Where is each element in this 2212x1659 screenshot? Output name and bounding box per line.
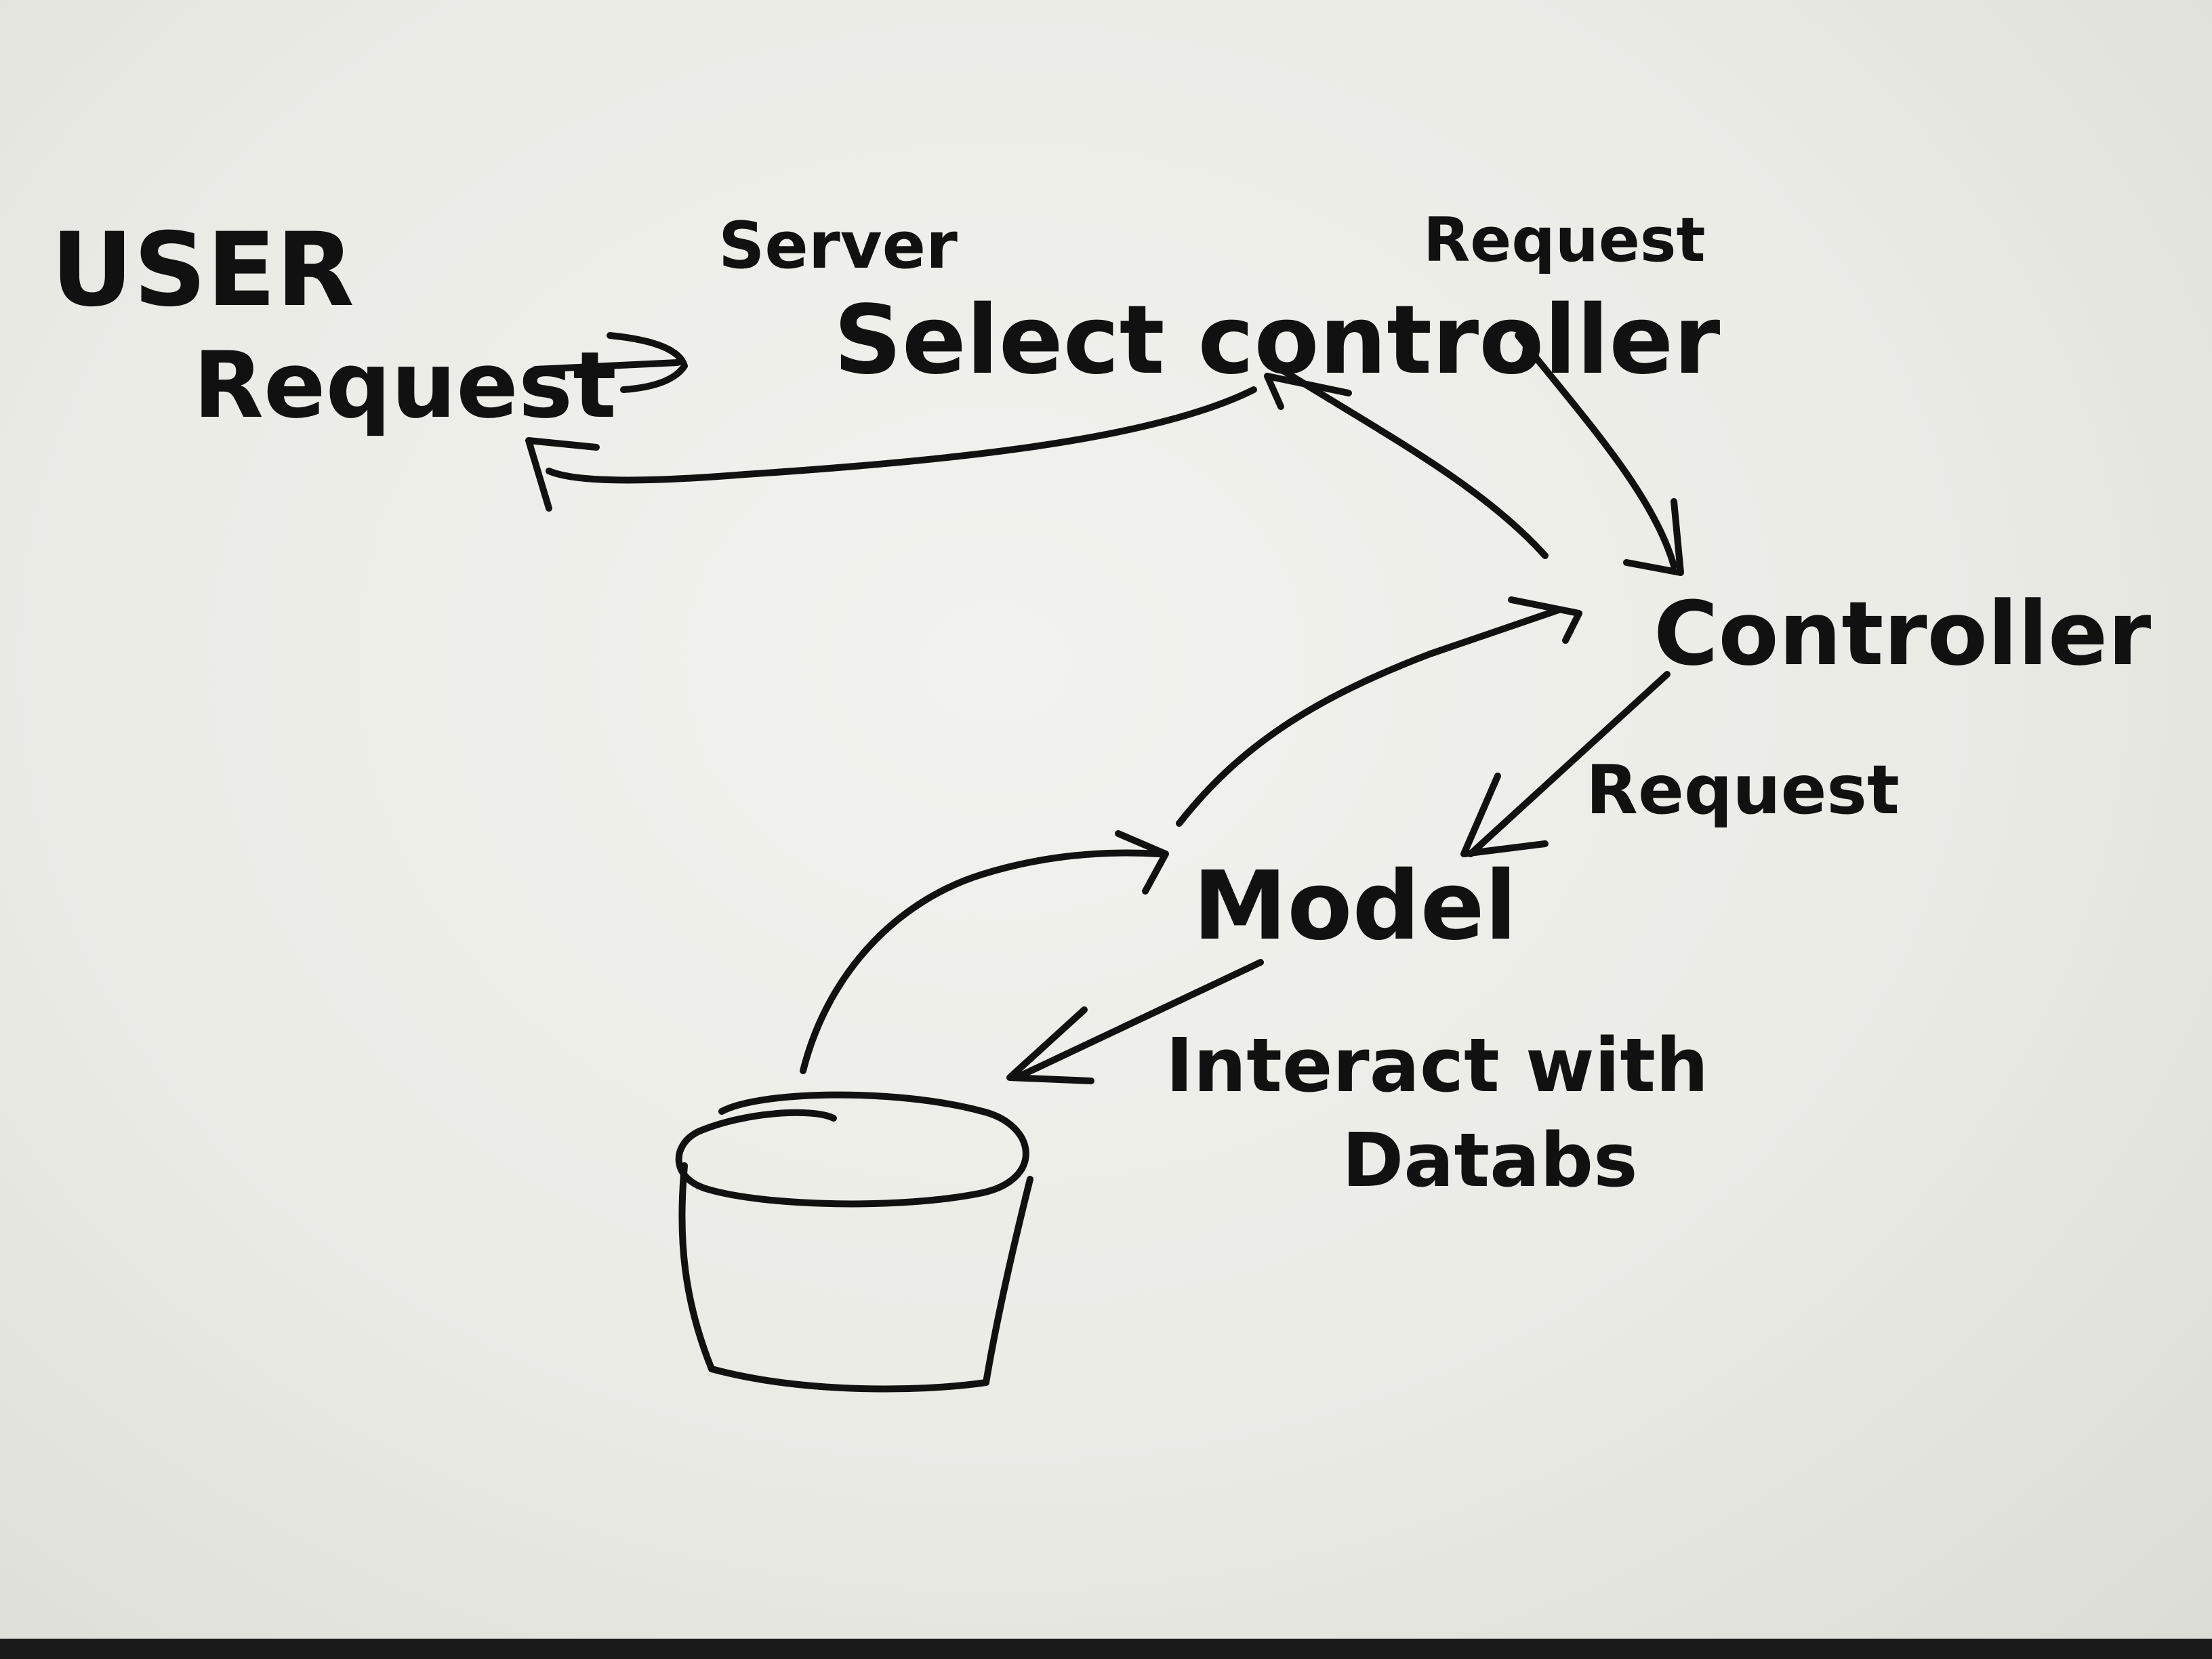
model-label: Model bbox=[1193, 851, 1517, 962]
arrow-database-to-model bbox=[800, 830, 1169, 1074]
arrow-controller-to-model bbox=[1460, 671, 1671, 857]
board-bottom-edge bbox=[0, 1639, 2212, 1659]
arrow-controller-to-select bbox=[1264, 366, 1549, 559]
arrow-server-to-user bbox=[525, 386, 1257, 512]
user-request-label: Request bbox=[193, 332, 617, 438]
arrow-user-to-server bbox=[532, 332, 688, 393]
arrow-model-to-controller bbox=[1176, 596, 1582, 827]
controller-request-label: Request bbox=[1586, 750, 1900, 830]
top-request-label: Request bbox=[1423, 205, 1705, 276]
server-label: Server bbox=[718, 209, 958, 283]
user-label: USER bbox=[51, 211, 354, 329]
controller-label: Controller bbox=[1654, 582, 2151, 685]
database-cylinder-icon bbox=[675, 1091, 1033, 1393]
arrow-select-to-controller bbox=[1515, 332, 1684, 576]
arrow-model-to-database bbox=[1006, 959, 1264, 1084]
interact-label-line2: Databs bbox=[1342, 1117, 1638, 1204]
interact-label-line1: Interact with bbox=[1166, 1022, 1708, 1109]
